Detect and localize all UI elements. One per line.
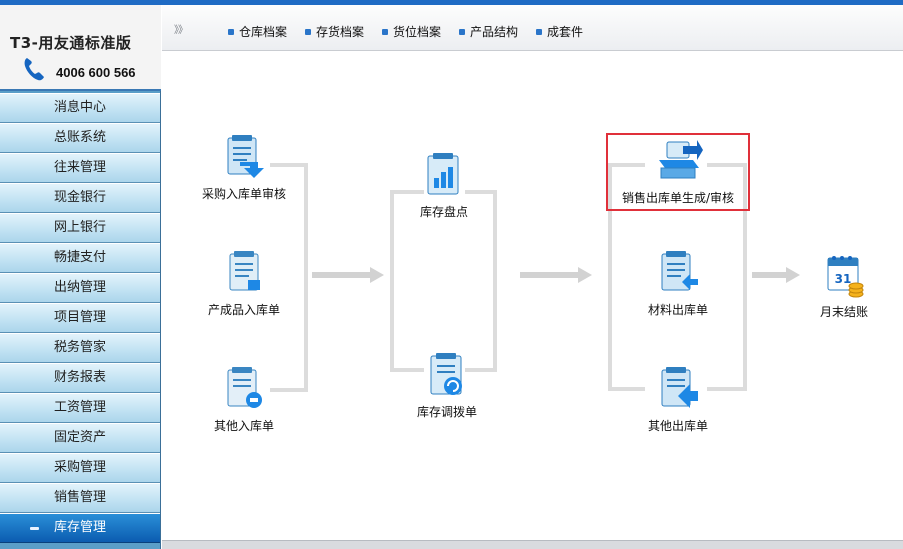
toolbar-item-label: 货位档案 [393,25,442,39]
sidebar-item-label: 网上银行 [53,220,106,235]
sidebar-item-inventory[interactable]: 库存管理 [0,513,160,543]
node-month-end-close[interactable]: 31 月末结账 [808,250,880,320]
sidebar-item-label: 现金银行 [53,190,106,205]
sidebar-item-label: 工资管理 [53,400,106,415]
sidebar-item-label: 总账系统 [53,130,106,145]
top-strip [0,0,903,5]
toolbar-item-label: 存货档案 [316,25,365,39]
sidebar-item-label: 采购管理 [53,460,106,475]
sidebar-item-reports[interactable]: 财务报表 [0,363,160,393]
node-label: 其他入库单 [213,419,274,433]
calendar-day: 31 [835,272,852,286]
sidebar-item-general-ledger[interactable]: 总账系统 [0,123,160,153]
node-material-out[interactable]: 材料出库单 [638,248,718,318]
sidebar-item-label: 往来管理 [53,160,106,175]
sidebar-item-label: 库存管理 [53,520,106,535]
stocktake-icon [427,153,459,195]
status-bar [162,540,903,549]
workflow-canvas: 采购入库单审核 产成品入库单 其他入库单 [162,52,903,540]
toolbar-inventory-file[interactable]: 存货档案 [305,23,364,40]
sidebar-item-purchasing[interactable]: 采购管理 [0,453,160,483]
document-review-icon [229,251,260,291]
node-label: 库存盘点 [419,205,468,219]
sidebar-item-sales[interactable]: 销售管理 [0,483,160,513]
sidebar-item-label: 出纳管理 [53,280,106,295]
toolbar-warehouse-file[interactable]: 仓库档案 [228,23,287,40]
toolbar-kit-parts[interactable]: 成套件 [536,23,583,40]
sidebar-item-label: 固定资产 [53,430,106,445]
sidebar-item-label: 畅捷支付 [53,250,106,265]
sidebar-item-label: 税务管家 [53,340,106,355]
workflow-connectors [270,163,800,392]
bullet-icon [536,29,542,35]
sidebar-item-label: 销售管理 [53,490,106,505]
bullet-icon [459,29,465,35]
toolbar-product-structure[interactable]: 产品结构 [459,23,518,40]
document-out-icon [661,251,698,291]
sidebar-item-payroll[interactable]: 工资管理 [0,393,160,423]
bullet-icon [305,29,311,35]
brand-panel: T3-用友通标准版 4006 600 566 [0,5,161,91]
node-other-in[interactable]: 其他入库单 [198,364,290,434]
node-label: 销售出库单生成/审核 [621,191,735,205]
node-label: 月末结账 [819,305,868,319]
node-finished-goods-in[interactable]: 产成品入库单 [198,248,290,318]
toolbar-item-label: 仓库档案 [239,25,288,39]
node-label: 库存调拨单 [416,405,477,419]
node-label: 产成品入库单 [207,303,280,317]
sidebar: T3-用友通标准版 4006 600 566 消息中心 总账系统 往来管理 现金… [0,5,161,549]
bullet-icon [382,29,388,35]
bullet-icon [228,29,234,35]
support-phone: 4006 600 566 [56,65,136,80]
node-other-out[interactable]: 其他出库单 [638,364,718,434]
collapse-arrows-icon[interactable]: 》》 [174,25,188,36]
node-stocktake[interactable]: 库存盘点 [402,150,486,220]
sidebar-item-receivables[interactable]: 往来管理 [0,153,160,183]
sidebar-item-projects[interactable]: 项目管理 [0,303,160,333]
phone-icon [24,58,44,81]
sidebar-item-cash-bank[interactable]: 现金银行 [0,183,160,213]
toolbar: 》》 仓库档案 存货档案 货位档案 产品结构 成套件 [162,5,903,51]
sidebar-item-tax[interactable]: 税务管家 [0,333,160,363]
node-purchase-in-review[interactable]: 采购入库单审核 [198,132,290,202]
toolbar-location-file[interactable]: 货位档案 [382,23,441,40]
node-label: 采购入库单审核 [201,187,286,201]
sidebar-item-messages[interactable]: 消息中心 [0,93,160,123]
calendar-icon: 31 [827,256,864,298]
transfer-icon [430,353,462,395]
brand-title: T3-用友通标准版 [10,34,132,52]
active-bullet-icon [30,527,39,530]
document-review-icon [227,367,262,408]
document-out-icon [661,367,698,408]
sales-out-icon [659,140,703,179]
sidebar-menu: 消息中心 总账系统 往来管理 现金银行 网上银行 畅捷支付 出纳管理 项目管理 … [0,93,160,543]
sidebar-item-online-bank[interactable]: 网上银行 [0,213,160,243]
node-sales-out-generate[interactable]: 销售出库单生成/审核 [610,138,746,206]
sidebar-item-fixed-assets[interactable]: 固定资产 [0,423,160,453]
toolbar-item-label: 产品结构 [470,25,519,39]
highlight-box [606,133,750,211]
sidebar-item-cashier[interactable]: 出纳管理 [0,273,160,303]
node-stock-transfer[interactable]: 库存调拨单 [402,350,492,420]
sidebar-item-label: 财务报表 [53,370,106,385]
document-review-icon [227,135,264,178]
toolbar-item-label: 成套件 [547,25,584,39]
node-label: 其他出库单 [647,419,708,433]
sidebar-item-quick-pay[interactable]: 畅捷支付 [0,243,160,273]
sidebar-item-label: 项目管理 [53,310,106,325]
sidebar-item-label: 消息中心 [53,100,106,115]
node-label: 材料出库单 [647,303,708,317]
